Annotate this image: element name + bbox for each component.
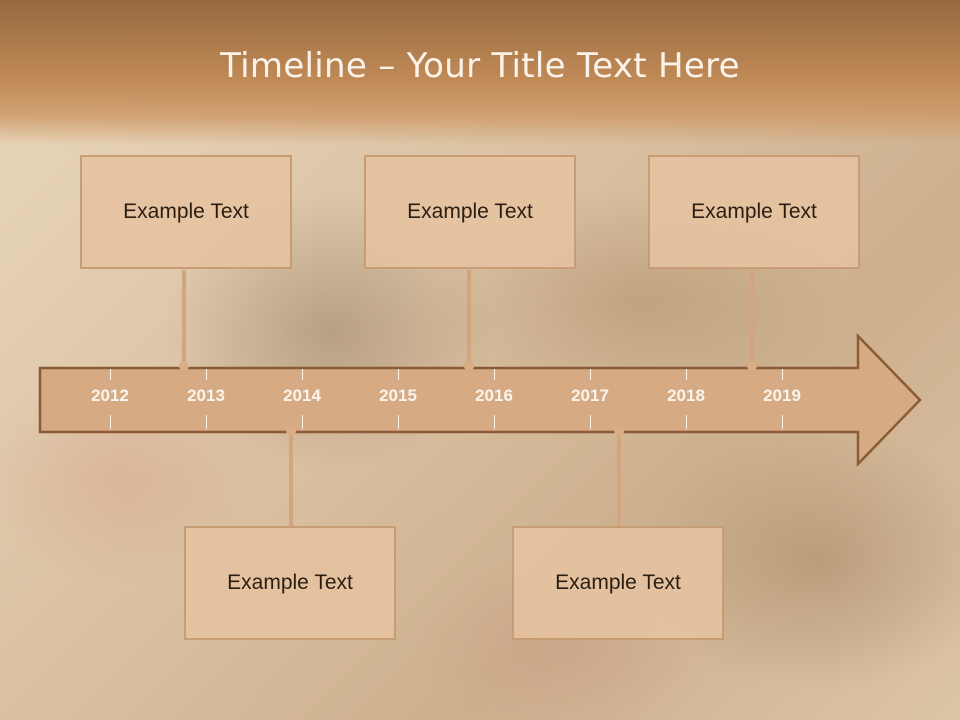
event-box-bottom-1[interactable]: Example Text: [184, 526, 396, 640]
tick-2013-bottom: [206, 415, 207, 429]
tick-2012-bottom: [110, 415, 111, 429]
tick-2019: [782, 369, 783, 380]
connector-dot-bottom-2: [614, 426, 624, 436]
tick-2014-bottom: [302, 415, 303, 429]
tick-2018: [686, 369, 687, 380]
event-text-top-1: Example Text: [123, 200, 249, 223]
connector-dot-top-3: [747, 361, 757, 371]
timeline-arrow-shape: [38, 332, 922, 468]
slide-title: Timeline – Your Title Text Here: [220, 46, 740, 86]
tick-2013: [206, 369, 207, 380]
year-label-2019: 2019: [763, 386, 801, 405]
tick-2015-bottom: [398, 415, 399, 429]
tick-2017-bottom: [590, 415, 591, 429]
tick-2018-bottom: [686, 415, 687, 429]
event-text-top-3: Example Text: [691, 200, 817, 223]
connector-dot-top-1: [179, 361, 189, 371]
event-text-bottom-2: Example Text: [555, 571, 681, 594]
connector-top-1: [182, 270, 186, 366]
event-box-top-2[interactable]: Example Text: [364, 155, 576, 269]
tick-2017: [590, 369, 591, 380]
year-label-2013: 2013: [187, 386, 225, 405]
year-label-2017: 2017: [571, 386, 609, 405]
tick-2019-bottom: [782, 415, 783, 429]
header-band: [0, 0, 960, 145]
year-label-2014: 2014: [283, 386, 321, 405]
connector-top-2: [467, 270, 471, 366]
event-box-bottom-2[interactable]: Example Text: [512, 526, 724, 640]
year-label-2016: 2016: [475, 386, 513, 405]
tick-2014: [302, 369, 303, 380]
year-label-2012: 2012: [91, 386, 129, 405]
year-label-2018: 2018: [667, 386, 705, 405]
event-box-top-3[interactable]: Example Text: [648, 155, 860, 269]
tick-2012: [110, 369, 111, 380]
connector-dot-top-2: [464, 361, 474, 371]
tick-2016-bottom: [494, 415, 495, 429]
event-text-bottom-1: Example Text: [227, 571, 353, 594]
connector-bottom-1: [289, 432, 293, 526]
year-label-2015: 2015: [379, 386, 417, 405]
connector-dot-bottom-1: [286, 426, 296, 436]
tick-2016: [494, 369, 495, 380]
connector-top-3: [750, 270, 754, 366]
event-box-top-1[interactable]: Example Text: [80, 155, 292, 269]
tick-2015: [398, 369, 399, 380]
connector-bottom-2: [617, 432, 621, 526]
event-text-top-2: Example Text: [407, 200, 533, 223]
